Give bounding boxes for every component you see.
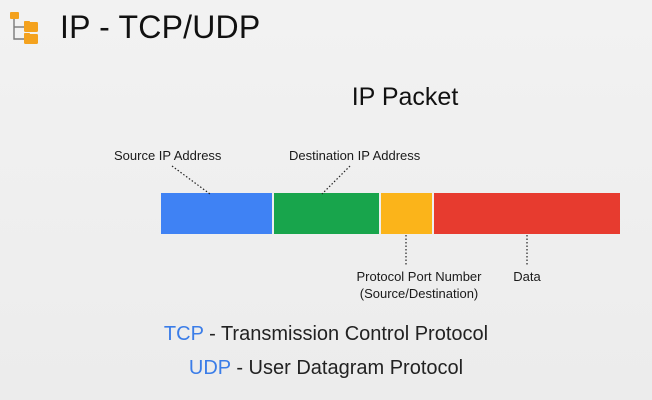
- protocol-port-sublabel: (Source/Destination): [359, 286, 479, 301]
- udp-abbreviation: UDP: [188, 357, 231, 379]
- source-ip-label: Source IP Address: [114, 148, 222, 163]
- diagram-title: IP Packet: [351, 83, 459, 111]
- folder-hierarchy-icon: [10, 12, 38, 44]
- source-leader-line: [171, 165, 211, 195]
- data-segment: [434, 193, 620, 234]
- data-label: Data: [513, 269, 541, 284]
- tcp-legend: TCP - Transmission Control Protocol: [120, 321, 532, 347]
- page-title: IP - TCP/UDP: [60, 9, 261, 45]
- protocol-port-segment: [381, 193, 432, 234]
- destination-ip-segment: [274, 193, 379, 234]
- udp-legend: UDP - User Datagram Protocol: [120, 355, 532, 381]
- tcp-description: - Transmission Control Protocol: [203, 323, 489, 345]
- destination-leader-line: [321, 165, 351, 195]
- tcp-abbreviation: TCP: [163, 323, 204, 345]
- source-ip-segment: [161, 193, 272, 234]
- udp-description: - User Datagram Protocol: [230, 357, 464, 379]
- destination-ip-label: Destination IP Address: [289, 148, 421, 163]
- protocol-port-label: Protocol Port Number: [356, 269, 482, 284]
